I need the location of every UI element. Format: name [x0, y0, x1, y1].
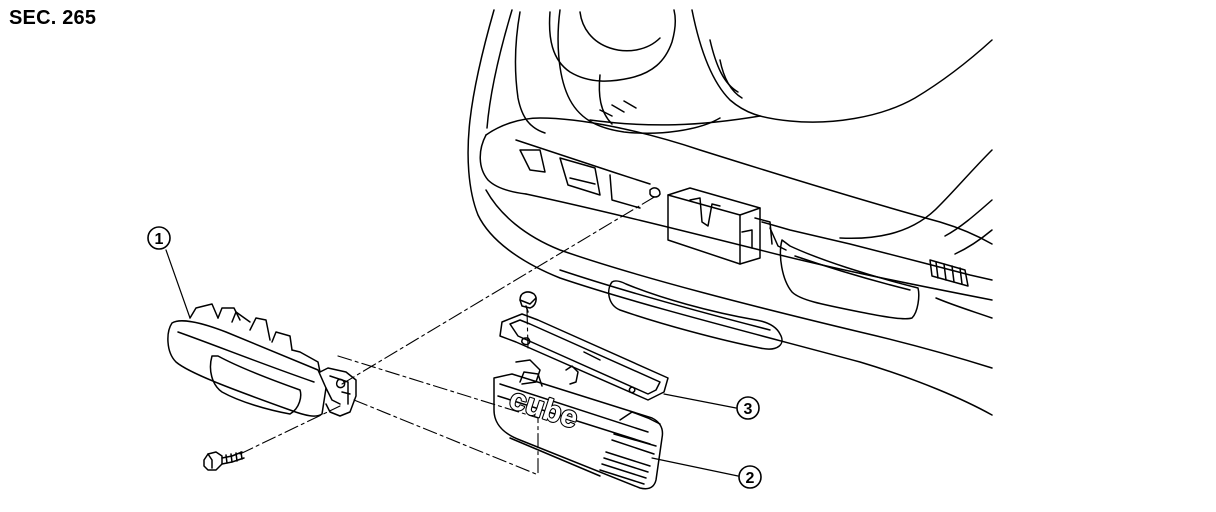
slot-marker	[649, 187, 661, 198]
callout-3: 3	[663, 393, 760, 420]
rear-lamp-part	[167, 303, 357, 417]
callout-3-circle	[736, 396, 760, 420]
section-label: SEC. 265	[9, 7, 97, 29]
callout-2: 2	[651, 457, 762, 489]
emblem-text: cube	[505, 382, 582, 435]
callout-1-number: 1	[155, 231, 164, 248]
callout-3-number: 3	[744, 401, 753, 418]
finisher-part	[493, 371, 664, 490]
assembly-lines	[239, 195, 657, 475]
vehicle-rear-body	[467, 9, 993, 416]
plate-lamp-part	[499, 291, 669, 401]
callout-1-circle	[147, 226, 171, 250]
callout-2-circle	[738, 465, 762, 489]
callout-2-number: 2	[746, 470, 755, 487]
callout-1: 1	[147, 226, 191, 319]
bolt-part	[203, 451, 245, 471]
